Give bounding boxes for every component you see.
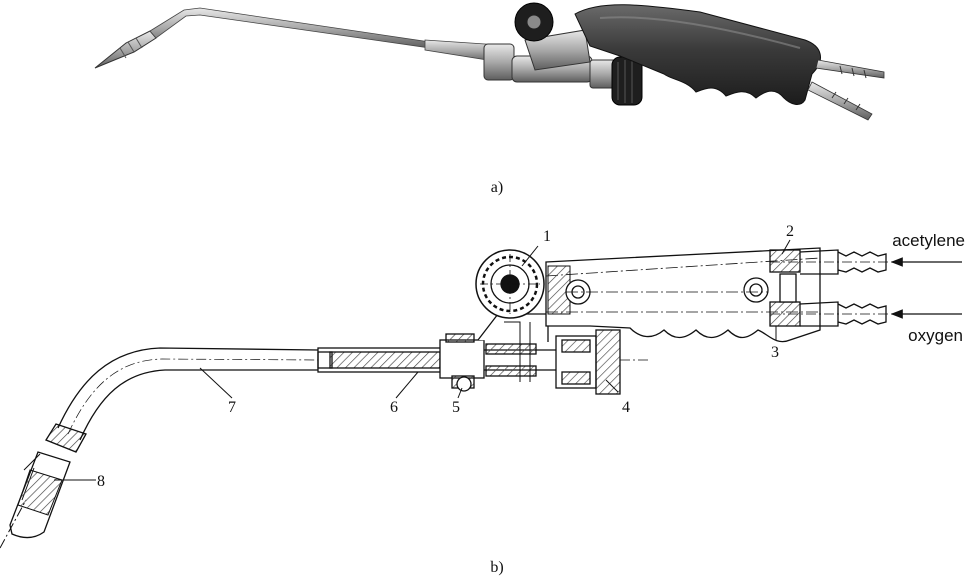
handle-body <box>545 247 821 343</box>
oxygen-label: oxygen <box>908 326 963 345</box>
part-8-welding-nozzle <box>0 423 87 549</box>
label-part-4: 4 <box>622 399 630 416</box>
part-2-acetylene-inlet <box>769 249 900 275</box>
part-7-nozzle-tube <box>57 347 319 441</box>
photo-nut <box>483 43 515 81</box>
part-6-mixing-tube <box>317 347 443 373</box>
label-part-6: 6 <box>390 399 398 416</box>
photo-oxygen-knob <box>611 56 643 106</box>
photo-inlet-lower <box>807 81 873 121</box>
photo-inlet-upper <box>815 59 885 79</box>
part-4-oxygen-valve <box>555 329 650 395</box>
panel-a-caption: a) <box>491 179 503 196</box>
part-5-injector-nut <box>439 333 560 392</box>
label-part-7: 7 <box>228 399 236 416</box>
label-part-3: 3 <box>771 344 779 361</box>
photo-bent-tube <box>149 7 431 49</box>
part-3-oxygen-inlet <box>769 273 900 327</box>
photo-handle-grip <box>574 4 821 105</box>
photo-tip <box>94 30 157 69</box>
label-part-2: 2 <box>786 223 794 240</box>
label-part-5: 5 <box>452 399 460 416</box>
acetylene-label: acetylene <box>892 231 965 250</box>
label-part-8: 8 <box>97 473 105 490</box>
label-part-1: 1 <box>543 228 551 245</box>
part-1-acetylene-valve <box>475 249 545 319</box>
leader-lines <box>54 239 791 481</box>
panel-b-drawing <box>0 239 962 549</box>
panel-a-photo <box>94 2 885 121</box>
panel-b-caption: b) <box>490 559 503 576</box>
part-labels: 1 2 3 4 5 6 7 8 <box>97 223 794 490</box>
